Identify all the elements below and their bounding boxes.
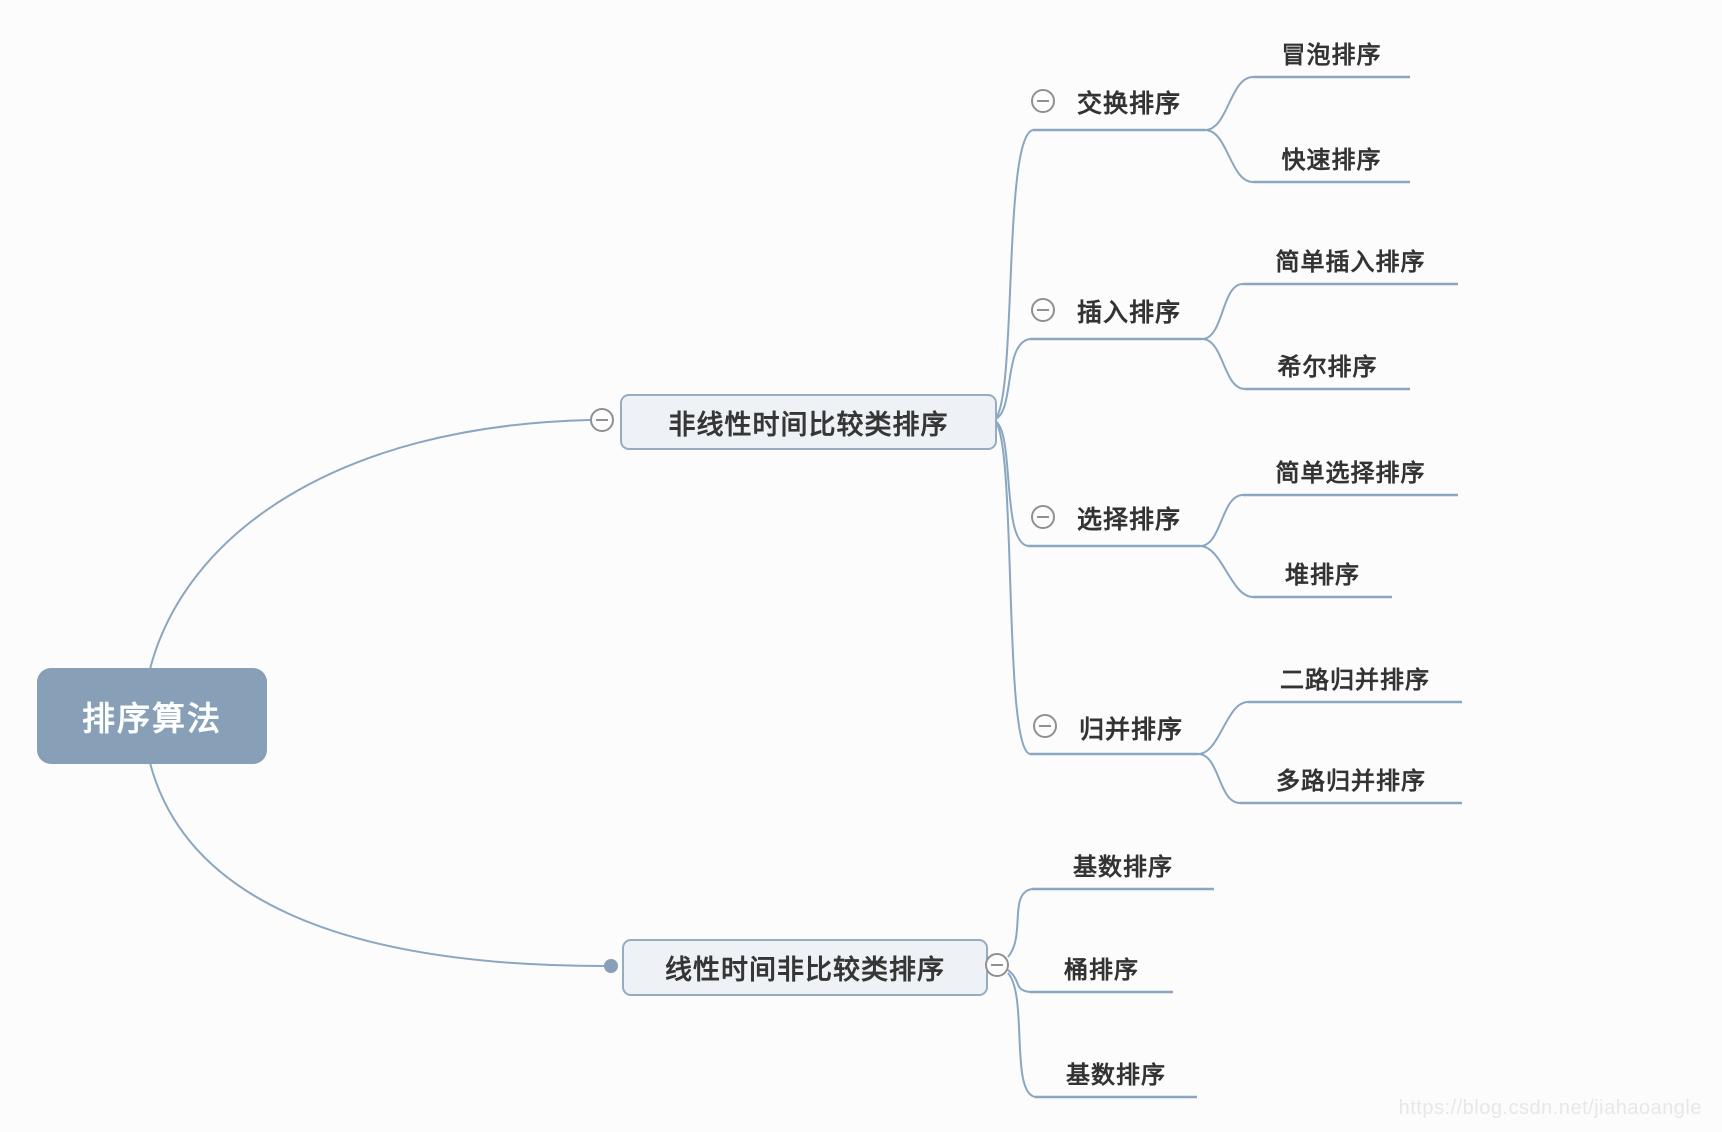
collapse-icon-select[interactable]: [1031, 505, 1055, 529]
connector-select-simple: [1199, 494, 1244, 547]
topic-heap-sort[interactable]: 堆排序: [1285, 562, 1360, 589]
topic-two-way-merge-sort[interactable]: 二路归并排序: [1280, 667, 1430, 694]
connector-select-heap: [1199, 545, 1254, 598]
topic-bucket-sort[interactable]: 桶排序: [1064, 957, 1139, 984]
connector-b1-select: [992, 419, 1029, 547]
topic-merge-sort[interactable]: 归并排序: [1079, 716, 1184, 744]
topic-shell-sort[interactable]: 希尔排序: [1277, 354, 1378, 381]
collapse-icon-merge[interactable]: [1033, 714, 1057, 738]
connector-root-branch2: [149, 762, 605, 967]
topic-radix-sort-2[interactable]: 基数排序: [1066, 1062, 1166, 1089]
connector-b2-radix2: [1007, 972, 1036, 1098]
topic-branch1-label: 非线性时间比较类排序: [668, 409, 949, 440]
connector-exchange-bubble: [1204, 76, 1254, 131]
connector-merge-multi: [1197, 753, 1241, 804]
topic-radix-sort-1[interactable]: 基数排序: [1073, 854, 1173, 881]
collapse-icon-insert[interactable]: [1031, 298, 1055, 322]
topic-branch1[interactable]: 非线性时间比较类排序: [620, 394, 997, 450]
connector-insert-simple: [1201, 283, 1244, 340]
collapse-icon-branch2[interactable]: [985, 953, 1009, 977]
topic-bubble-sort[interactable]: 冒泡排序: [1281, 42, 1382, 69]
topic-quick-sort[interactable]: 快速排序: [1281, 147, 1382, 174]
connector-root-branch1: [149, 419, 591, 670]
connector-b2-radix1: [1007, 888, 1033, 958]
root-topic-label: 排序算法: [82, 700, 222, 737]
connector-merge-two: [1197, 701, 1249, 755]
topic-multi-way-merge-sort[interactable]: 多路归并排序: [1276, 768, 1426, 795]
topic-simple-select-sort[interactable]: 简单选择排序: [1275, 460, 1426, 487]
collapse-icon-branch1[interactable]: [590, 408, 614, 432]
connector-b2-bucket: [1007, 969, 1031, 993]
topic-select-sort[interactable]: 选择排序: [1077, 506, 1182, 534]
root-topic[interactable]: 排序算法: [37, 668, 267, 764]
connector-b1-merge: [992, 419, 1031, 755]
watermark-url: https://blog.csdn.net/jiahaoangle: [1398, 1097, 1702, 1119]
connector-insert-shell: [1201, 338, 1246, 390]
connector-b1-insert: [992, 338, 1031, 421]
topic-branch2[interactable]: 线性时间非比较类排序: [622, 939, 988, 996]
collapse-icon-exchange[interactable]: [1031, 89, 1055, 113]
topic-simple-insert-sort[interactable]: 简单插入排序: [1275, 249, 1426, 276]
topic-branch2-label: 线性时间非比较类排序: [665, 955, 945, 985]
branch-connector-dot: [604, 959, 618, 973]
topic-insert-sort[interactable]: 插入排序: [1077, 299, 1182, 327]
connector-b1-exchange: [992, 129, 1034, 421]
topic-exchange-sort[interactable]: 交换排序: [1077, 90, 1182, 118]
connector-exchange-quick: [1204, 129, 1254, 183]
